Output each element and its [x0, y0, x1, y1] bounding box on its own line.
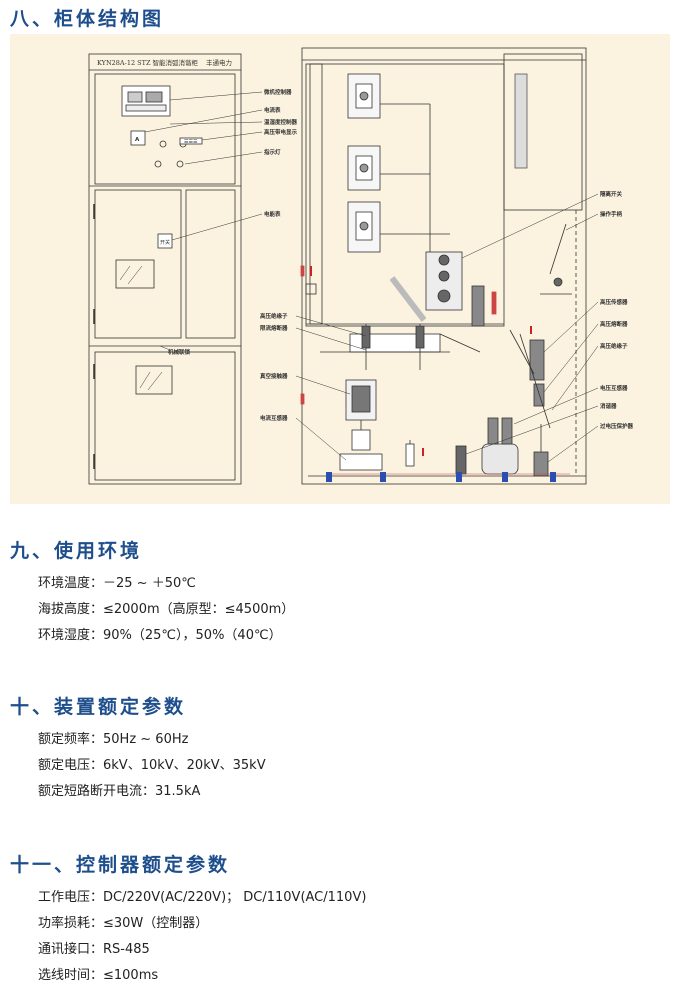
operating-handle: [540, 223, 572, 295]
label-mechanical-interlock: 机械联锁: [167, 348, 191, 356]
busbar-bushing-2: [347, 145, 381, 191]
environment-list: 环境温度：－25 ~ ＋50℃ 海拔高度：≤2000m（高原型：≤4500m） …: [38, 571, 294, 649]
list-item: 额定频率：50Hz ~ 60Hz: [38, 732, 189, 747]
list-item: 额定电压：6kV、10kV、20kV、35kV: [38, 758, 266, 773]
list-item: 环境温度：－25 ~ ＋50℃: [38, 576, 196, 591]
hv-fuse: [533, 383, 545, 407]
label-operating-handle: 操作手柄: [600, 210, 623, 218]
section-title-structure: 八、柜体结构图: [10, 8, 165, 30]
indicator-light-1: [154, 160, 162, 168]
busbar-bushing-3: [347, 201, 381, 253]
list-item: 通讯接口：RS-485: [38, 942, 150, 957]
viewing-window-1: [115, 259, 155, 289]
controller-ratings-list: 工作电压：DC/220V(AC/220V)； DC/110V(AC/110V) …: [38, 885, 366, 989]
viewing-window-2: [135, 365, 173, 395]
front-middle-door: [94, 189, 182, 339]
panel-a-mark: A: [135, 137, 140, 143]
section-title-environment: 九、使用环境: [10, 540, 143, 562]
list-item: 额定短路断开电流：31.5kA: [38, 784, 201, 799]
label-energy-meter: 电能表: [264, 210, 281, 218]
list-item: 海拔高度：≤2000m（高原型：≤4500m）: [38, 602, 295, 617]
lock-label: 开关: [160, 239, 170, 246]
label-current-transformer: 电流互感器: [260, 414, 288, 422]
front-lower-door: [94, 351, 236, 481]
ammeter: [130, 130, 146, 146]
vacuum-contactor: [345, 379, 377, 451]
front-cabinet-outline: [88, 53, 242, 485]
front-upper-door: [94, 73, 236, 185]
label-vacuum-contactor: 真空接触器: [260, 372, 288, 380]
cabinet-brand: 丰通电力: [206, 58, 232, 67]
front-middle-side-door: [185, 189, 236, 339]
busbar-bushing-1: [347, 73, 381, 119]
label-hv-sensor: 高压传感器: [600, 298, 628, 306]
label-disconnect-switch: 隔离开关: [600, 190, 623, 198]
label-overvoltage-protector: 过电压保护器: [600, 422, 634, 430]
voltage-display-tag: ☰☰☰: [184, 139, 198, 145]
label-voltage-transformer: 电压互感器: [600, 384, 628, 392]
label-hv-insulator-right: 高压绝缘子: [600, 342, 628, 350]
cabinet-header: KYN28A-12 STZ 智能消弧消谐柜: [97, 58, 199, 67]
label-current-limiting-fuse: 限流熔断器: [260, 324, 288, 332]
list-item: 功率损耗：≤30W（控制器）: [38, 916, 209, 931]
cabinet-structure-diagram: KYN28A-12 STZ 智能消弧消谐柜 丰通电力 A ☰☰☰ 开关 微机控制…: [10, 34, 670, 504]
label-ammeter: 电流表: [264, 106, 281, 114]
label-indicator-light: 指示灯: [264, 148, 281, 156]
list-item: 工作电压：DC/220V(AC/220V)； DC/110V(AC/110V): [38, 890, 367, 905]
label-temp-humidity-controller: 温湿度控制器: [264, 118, 298, 126]
voltage-display: [179, 137, 203, 145]
cabinet-svg: KYN28A-12 STZ 智能消弧消谐柜 丰通电力 A ☰☰☰ 开关 微机控制…: [88, 47, 634, 485]
device-ratings-list: 额定频率：50Hz ~ 60Hz 额定电压：6kV、10kV、20kV、35kV…: [38, 727, 266, 805]
label-microcomputer-controller: 微机控制器: [263, 88, 292, 96]
harmonic-eliminator: [455, 445, 467, 475]
indicator-light-2: [176, 160, 184, 168]
section-title-device-ratings: 十、装置额定参数: [10, 696, 187, 718]
list-item: 环境湿度：90%（25℃），50%（40℃）: [38, 628, 282, 643]
section-title-controller-ratings: 十一、控制器额定参数: [10, 854, 231, 876]
hv-sensor: [529, 339, 545, 381]
instrument-compartment: [503, 53, 583, 211]
energy-meter: [157, 233, 173, 249]
disconnect-switch: [389, 251, 463, 322]
label-hv-live-display: 高压带电显示: [264, 128, 298, 136]
label-hv-insulator-left: 高压绝缘子: [260, 312, 288, 320]
current-transformer: [339, 453, 383, 471]
overvoltage-protector: [533, 451, 549, 477]
label-hv-fuse: 高压熔断器: [600, 320, 628, 328]
insulator-stack: [471, 285, 485, 327]
list-item: 选线时间：≤100ms: [38, 968, 159, 983]
label-harmonic-eliminator: 消谐器: [600, 402, 617, 410]
